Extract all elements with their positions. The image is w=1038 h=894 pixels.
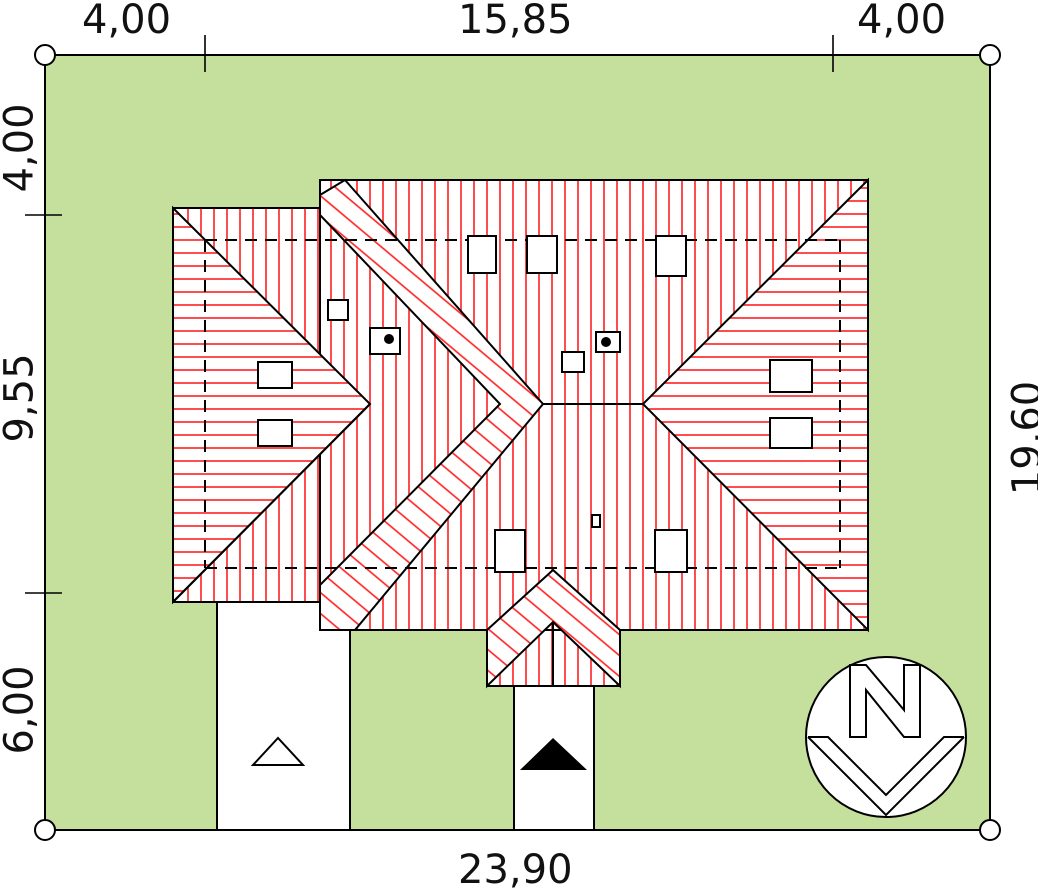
main-entrance-arrow-icon <box>520 738 587 770</box>
roof <box>172 177 869 689</box>
corner-markers <box>34 44 1001 841</box>
chimney-dot <box>384 334 394 344</box>
dim-left-top: 4,00 <box>0 103 43 193</box>
dim-left-middle: 9,55 <box>0 353 43 443</box>
dim-right-total: 19,60 <box>1004 380 1038 496</box>
chimney-dot <box>601 337 611 347</box>
dim-bottom-total: 23,90 <box>458 847 573 893</box>
dim-top-middle: 15,85 <box>458 0 573 43</box>
roof-windows <box>257 235 813 573</box>
dim-top-left: 4,00 <box>82 0 172 43</box>
wall-outline <box>204 239 841 569</box>
driveway-garage <box>216 599 351 831</box>
garage-entrance-arrow-icon <box>250 736 306 766</box>
north-arrow-icon <box>805 656 967 818</box>
dim-left-bottom: 6,00 <box>0 665 43 755</box>
dim-top-right: 4,00 <box>857 0 947 43</box>
